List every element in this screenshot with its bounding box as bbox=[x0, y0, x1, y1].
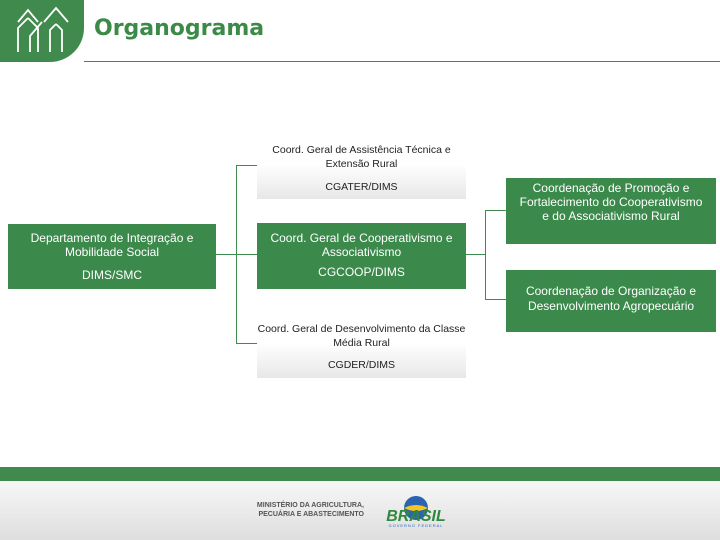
node-coord-promocao-name: Coordenação de Promoção e Fortalecimento… bbox=[519, 181, 703, 223]
footer-bar bbox=[0, 467, 720, 481]
logo-icon bbox=[17, 6, 69, 52]
node-coord-organizacao-name: Coordenação de Organização e Desenvolvim… bbox=[525, 284, 697, 313]
node-cgater-code: CGATER/DIMS bbox=[325, 181, 398, 193]
node-cgcoop-code: CGCOOP/DIMS bbox=[318, 265, 405, 279]
brasil-logo: BRASIL GOVERNO FEDERAL bbox=[372, 494, 464, 533]
node-cgater-name: Coord. Geral de Assistência Técnica e Ex… bbox=[272, 144, 451, 170]
connector-cgater bbox=[236, 165, 258, 166]
page-title: Organograma bbox=[94, 16, 265, 41]
footer bbox=[0, 481, 720, 540]
node-cgder: Coord. Geral de Desenvolvimento da Class… bbox=[257, 320, 466, 378]
node-cgater: Coord. Geral de Assistência Técnica e Ex… bbox=[257, 141, 466, 199]
node-cgcoop: Coord. Geral de Cooperativismo e Associa… bbox=[257, 223, 466, 289]
connector-dims-trunk bbox=[215, 254, 237, 255]
title-divider bbox=[84, 61, 720, 62]
connector-cgder bbox=[236, 343, 258, 344]
node-cgder-code: CGDER/DIMS bbox=[327, 359, 396, 371]
node-cgder-name: Coord. Geral de Desenvolvimento da Class… bbox=[257, 323, 466, 349]
brasil-emblem-icon: BRASIL GOVERNO FEDERAL bbox=[386, 496, 446, 528]
connector-coord-organizacao bbox=[485, 299, 507, 300]
brasil-brand-sub: GOVERNO FEDERAL bbox=[388, 523, 443, 528]
node-dims-name: Departamento de Integração e Mobilidade … bbox=[30, 231, 194, 259]
ministry-label: MINISTÉRIO DA AGRICULTURA, PECUÁRIA E AB… bbox=[256, 502, 364, 518]
node-dims: Departamento de Integração e Mobilidade … bbox=[8, 224, 216, 289]
connector-coord-promocao bbox=[485, 210, 507, 211]
node-coord-organizacao: Coordenação de Organização e Desenvolvim… bbox=[506, 270, 716, 332]
node-cgcoop-name: Coord. Geral de Cooperativismo e Associa… bbox=[270, 231, 453, 259]
connector-cgcoop bbox=[236, 254, 258, 255]
connector-vertical-right bbox=[485, 210, 486, 300]
node-dims-code: DIMS/SMC bbox=[82, 268, 142, 282]
ministry-logo bbox=[0, 0, 84, 62]
brasil-brand: BRASIL bbox=[386, 508, 446, 525]
connector-cgcoop-trunk bbox=[466, 254, 486, 255]
node-coord-promocao: Coordenação de Promoção e Fortalecimento… bbox=[506, 178, 716, 244]
